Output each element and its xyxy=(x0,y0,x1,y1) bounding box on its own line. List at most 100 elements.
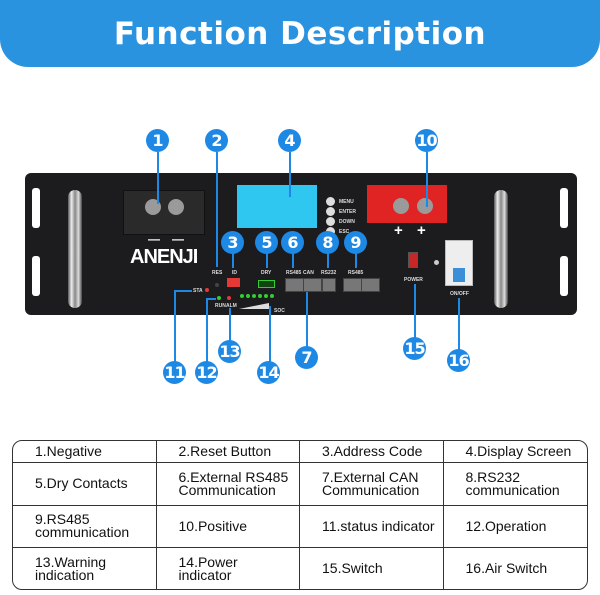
callout-2: 2 xyxy=(205,129,228,152)
table-cell: 10.Positive xyxy=(156,505,300,549)
leader-line xyxy=(306,292,308,347)
down-button[interactable] xyxy=(326,217,335,226)
negative-terminal xyxy=(123,190,205,235)
negative-sign: — xyxy=(172,232,184,246)
header-banner: Function Description xyxy=(0,0,600,67)
right-handle xyxy=(494,190,508,308)
callout-12: 12 xyxy=(195,361,218,384)
leader-line xyxy=(229,308,231,341)
callout-7: 7 xyxy=(295,346,318,369)
can-label: CAN xyxy=(303,270,314,276)
callout-11: 11 xyxy=(163,361,186,384)
callout-14: 14 xyxy=(257,361,280,384)
positive-sign: + xyxy=(394,222,403,239)
rs485-label: RS485 xyxy=(348,270,364,276)
menu-buttons: MENU ENTER DOWN ESC xyxy=(326,197,356,236)
address-dip-switch[interactable] xyxy=(227,278,240,287)
bolt-icon xyxy=(417,198,433,214)
air-switch-lever[interactable] xyxy=(453,268,465,282)
leader-line xyxy=(292,253,294,268)
button-label: ENTER xyxy=(339,208,356,215)
power-label: POWER xyxy=(404,277,423,283)
leader-line xyxy=(355,253,357,268)
rs485-label: RS485 xyxy=(286,270,302,276)
dry-contact-connector xyxy=(258,280,275,288)
table-cell: 9.RS485 communication xyxy=(13,505,157,549)
mount-slot xyxy=(560,188,568,228)
mount-slot xyxy=(32,256,40,296)
table-cell: 1.Negative xyxy=(13,441,157,464)
bolt-icon xyxy=(168,199,184,215)
leader-line xyxy=(426,152,428,207)
leader-line xyxy=(269,306,271,362)
table-row: 13.Warning indication 14.Power indicator… xyxy=(13,548,587,589)
callout-6: 6 xyxy=(281,231,304,254)
negative-sign: — xyxy=(148,232,160,246)
callout-13: 13 xyxy=(218,340,241,363)
callout-5: 5 xyxy=(255,231,278,254)
reset-button[interactable] xyxy=(215,283,219,287)
table-cell: 12.Operation xyxy=(443,506,587,549)
table-cell: 4.Display Screen xyxy=(443,441,587,464)
display-screen xyxy=(237,185,317,228)
callout-4: 4 xyxy=(278,129,301,152)
table-cell: 2.Reset Button xyxy=(156,441,300,464)
leader-line xyxy=(206,298,208,362)
callout-15: 15 xyxy=(403,337,426,360)
table-cell: 6.External RS485 Communication xyxy=(156,463,300,506)
indicator-light xyxy=(434,260,439,265)
soc-label: SOC xyxy=(274,308,285,314)
brand-logo: ANENJI xyxy=(130,246,198,268)
alm-label: ALM xyxy=(226,303,237,309)
table-cell: 16.Air Switch xyxy=(465,560,548,577)
leader-line xyxy=(206,298,216,300)
soc-leds xyxy=(240,294,274,298)
soc-gauge-icon xyxy=(239,303,269,309)
power-switch[interactable] xyxy=(408,252,418,268)
leader-line xyxy=(414,284,416,338)
table-cell: 14.Power indicator xyxy=(157,548,300,589)
dry-label: DRY xyxy=(261,270,272,276)
leader-line xyxy=(232,253,234,268)
table-row: 1.Negative 2.Reset Button 3.Address Code… xyxy=(13,441,587,464)
table-cell: 13.Warning indication xyxy=(13,548,157,589)
leader-line xyxy=(174,290,192,292)
table-cell: 3.Address Code xyxy=(300,441,444,464)
menu-button[interactable] xyxy=(326,197,335,206)
rs485-port xyxy=(361,278,380,292)
res-label: RES xyxy=(212,270,223,276)
button-label: DOWN xyxy=(339,218,355,225)
callout-8: 8 xyxy=(316,231,339,254)
rs485-port xyxy=(285,278,304,292)
table-cell: 11.status indicator xyxy=(300,505,444,549)
rs232-port xyxy=(322,278,336,292)
table-cell: 5.Dry Contacts xyxy=(13,463,157,506)
table-cell: 7.External CAN Communication xyxy=(300,463,444,506)
rs232-label: RS232 xyxy=(321,270,337,276)
callout-9: 9 xyxy=(344,231,367,254)
callout-3: 3 xyxy=(221,231,244,254)
button-label: ESC xyxy=(339,228,350,235)
status-led xyxy=(205,288,209,292)
mount-slot xyxy=(32,188,40,228)
run-label: RUN xyxy=(215,303,226,309)
left-handle xyxy=(68,190,82,308)
table-row: 9.RS485 communication 10.Positive 11.sta… xyxy=(13,505,587,549)
run-led xyxy=(217,296,221,300)
bolt-icon xyxy=(393,198,409,214)
positive-sign: + xyxy=(417,222,426,239)
sta-label: STA xyxy=(193,288,203,294)
enter-button[interactable] xyxy=(326,207,335,216)
mount-slot xyxy=(560,256,568,296)
alarm-led xyxy=(227,296,231,300)
table-cell: 15.Switch xyxy=(300,548,444,589)
page-title: Function Description xyxy=(113,15,487,52)
leader-line xyxy=(458,298,460,350)
can-port xyxy=(303,278,322,292)
function-legend-table: 1.Negative 2.Reset Button 3.Address Code… xyxy=(12,440,588,590)
callout-1: 1 xyxy=(146,129,169,152)
id-label: ID xyxy=(232,270,237,276)
button-label: MENU xyxy=(339,198,354,205)
bolt-icon xyxy=(145,199,161,215)
leader-line xyxy=(289,152,291,197)
